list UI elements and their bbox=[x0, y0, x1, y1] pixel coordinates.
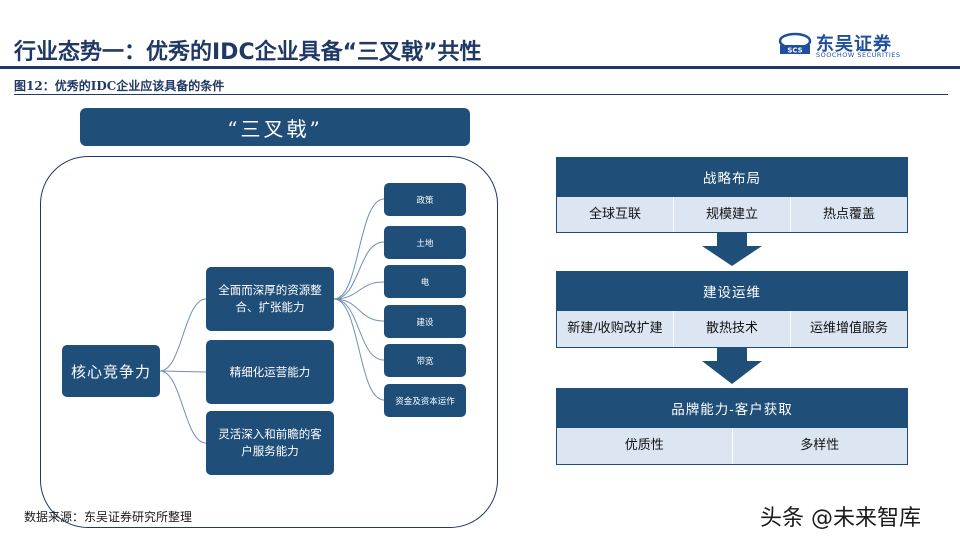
stage-title: 品牌能力-客户获取 bbox=[556, 388, 908, 428]
stage-item: 规模建立 bbox=[673, 197, 790, 232]
logo-text-cn: 东吴证券 bbox=[816, 34, 892, 55]
stage-item: 运维增值服务 bbox=[790, 311, 907, 347]
down-arrow-icon bbox=[702, 347, 762, 384]
resource-policy: 政策 bbox=[384, 183, 466, 216]
resource-construction: 建设 bbox=[384, 305, 466, 338]
watermark: 头条 @未来智库 bbox=[760, 506, 921, 531]
resource-capital: 资金及资本运作 bbox=[384, 384, 466, 417]
stage-title: 建设运维 bbox=[556, 271, 908, 311]
connector-core-cap3 bbox=[159, 370, 207, 444]
caption-divider bbox=[14, 94, 948, 95]
page-title: 行业态势一：优秀的IDC企业具备“三叉戟”共性 bbox=[14, 40, 482, 65]
svg-text:SCS: SCS bbox=[787, 47, 802, 55]
connector-cap1-leaf6 bbox=[333, 298, 385, 401]
stage-item: 新建/收购改扩建 bbox=[567, 321, 663, 336]
data-source: 数据来源：东吴证券研究所整理 bbox=[24, 510, 193, 524]
company-logo: SCS 东吴证券 SOOCHOW SECURITIES bbox=[778, 30, 918, 60]
pipeline-stage-build-operate: 建设运维 新建/收购改扩建 散热技术 运维增值服务 bbox=[556, 271, 908, 348]
stage-items: 优质性 多样性 bbox=[556, 428, 908, 465]
resource-power: 电 bbox=[384, 265, 466, 298]
trident-frame bbox=[40, 156, 498, 528]
stage-title: 战略布局 bbox=[556, 157, 908, 197]
resource-land: 土地 bbox=[384, 226, 466, 259]
stage-item: 多样性 bbox=[731, 428, 908, 464]
header-divider bbox=[0, 66, 960, 69]
connector-cap1-leaf3 bbox=[333, 281, 385, 300]
stage-item: 热点覆盖 bbox=[790, 197, 907, 232]
connector-cap1-leaf5 bbox=[333, 298, 385, 361]
connector-cap1-leaf4 bbox=[333, 298, 385, 322]
capability-fine-operations: 精细化运营能力 bbox=[206, 340, 334, 404]
down-arrow-icon bbox=[702, 232, 762, 266]
figure-caption: 图12：优秀的IDC企业应该具备的条件 bbox=[14, 79, 225, 93]
connector-core-cap2 bbox=[159, 370, 207, 373]
pipeline-stage-strategy: 战略布局 全球互联 规模建立 热点覆盖 bbox=[556, 157, 908, 233]
pipeline-stage-brand: 品牌能力-客户获取 优质性 多样性 bbox=[556, 388, 908, 465]
core-competitiveness-box: 核心竞争力 bbox=[62, 345, 160, 397]
soochow-logo-icon: SCS bbox=[778, 32, 812, 55]
resource-bandwidth: 带宽 bbox=[384, 344, 466, 377]
trident-title: “三叉戟” bbox=[80, 108, 470, 146]
logo-text-en: SOOCHOW SECURITIES bbox=[816, 51, 901, 59]
connector-core-cap1 bbox=[159, 298, 207, 372]
capability-resource-integration: 全面而深厚的资源整合、扩张能力 bbox=[206, 267, 334, 331]
stage-item: 全球互联 bbox=[588, 206, 641, 222]
connector-cap1-leaf2 bbox=[333, 241, 385, 300]
stage-item: 散热技术 bbox=[673, 311, 790, 347]
capability-customer-service: 灵活深入和前瞻的客户服务能力 bbox=[206, 411, 334, 475]
stage-item: 优质性 bbox=[624, 438, 664, 453]
connector-cap1-leaf1 bbox=[333, 198, 385, 300]
stage-items: 新建/收购改扩建 散热技术 运维增值服务 bbox=[556, 311, 908, 348]
